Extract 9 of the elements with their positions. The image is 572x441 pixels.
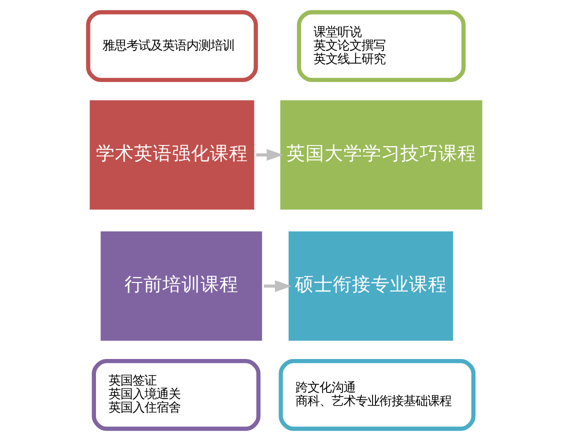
node-box: 行前培训课程 <box>98 228 266 344</box>
node-box: 跨文化沟通 商科、艺术专业衔接基础课程 <box>278 358 476 431</box>
node-box: 课堂听说 英文论文撰写 英文线上研究 <box>296 10 466 82</box>
arrow <box>264 280 292 292</box>
node-box: 英国签证 英国入境通关 英国入住宿舍 <box>92 358 260 431</box>
node-box: 雅思考试及英语内测培训 <box>86 10 258 82</box>
node-box: 学术英语强化课程 <box>86 97 258 213</box>
arrow <box>256 149 284 161</box>
node-box: 英国大学学习技巧课程 <box>277 97 486 213</box>
